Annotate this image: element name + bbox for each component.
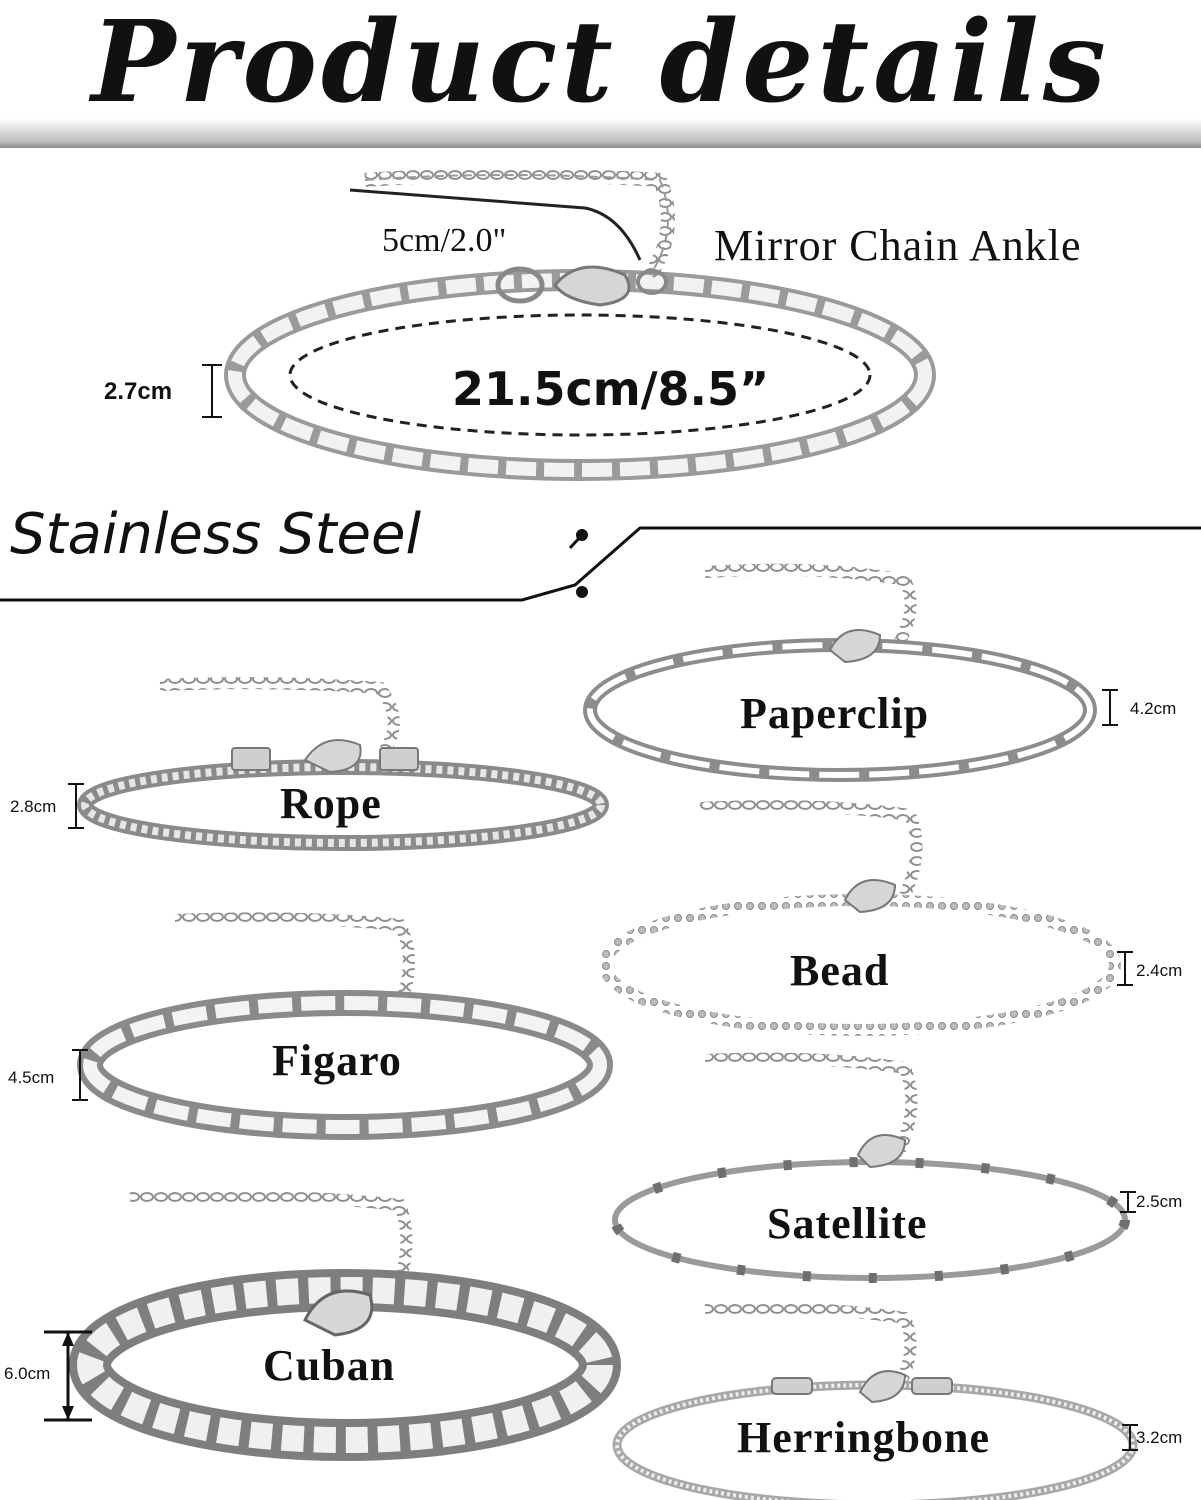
featured-length: 21.5cm/8.5” — [452, 362, 770, 416]
chain-width-paperclip: 4.2cm — [1130, 699, 1177, 718]
bead-bracelet — [599, 800, 1133, 1036]
chain-width-figaro: 4.5cm — [8, 1068, 55, 1087]
chain-width-rope: 2.8cm — [10, 797, 57, 816]
cuban-bracelet — [44, 1190, 621, 1461]
chain-width-cuban: 6.0cm — [4, 1364, 51, 1383]
chain-width-bead: 2.4cm — [1136, 961, 1183, 980]
length-guide — [288, 313, 872, 437]
featured-chain-name: Mirror Chain Ankle — [714, 221, 1082, 270]
title-divider — [0, 118, 1201, 148]
featured-width: 2.7cm — [104, 378, 173, 405]
mirror-chain-bracelet — [202, 168, 936, 481]
chain-name-satellite: Satellite — [767, 1199, 928, 1248]
chain-name-herringbone: Herringbone — [737, 1413, 990, 1462]
figaro-bracelet — [72, 912, 613, 1140]
section-divider — [0, 526, 1201, 602]
satellite-bracelet — [610, 1052, 1136, 1283]
chain-name-cuban: Cuban — [263, 1341, 396, 1390]
chain-width-herringbone: 3.2cm — [1136, 1428, 1183, 1447]
chain-name-bead: Bead — [790, 946, 890, 995]
chain-name-figaro: Figaro — [272, 1036, 402, 1085]
rope-bracelet — [68, 677, 609, 851]
chain-name-rope: Rope — [280, 779, 382, 828]
extender-length: 5cm/2.0" — [382, 222, 507, 259]
herringbone-bracelet — [612, 1302, 1138, 1500]
section-label: Stainless Steel — [10, 502, 422, 567]
page-title: Product details — [91, 0, 1110, 128]
chain-width-satellite: 2.5cm — [1136, 1192, 1183, 1211]
chain-name-paperclip: Paperclip — [740, 689, 930, 738]
paperclip-bracelet — [583, 563, 1118, 782]
